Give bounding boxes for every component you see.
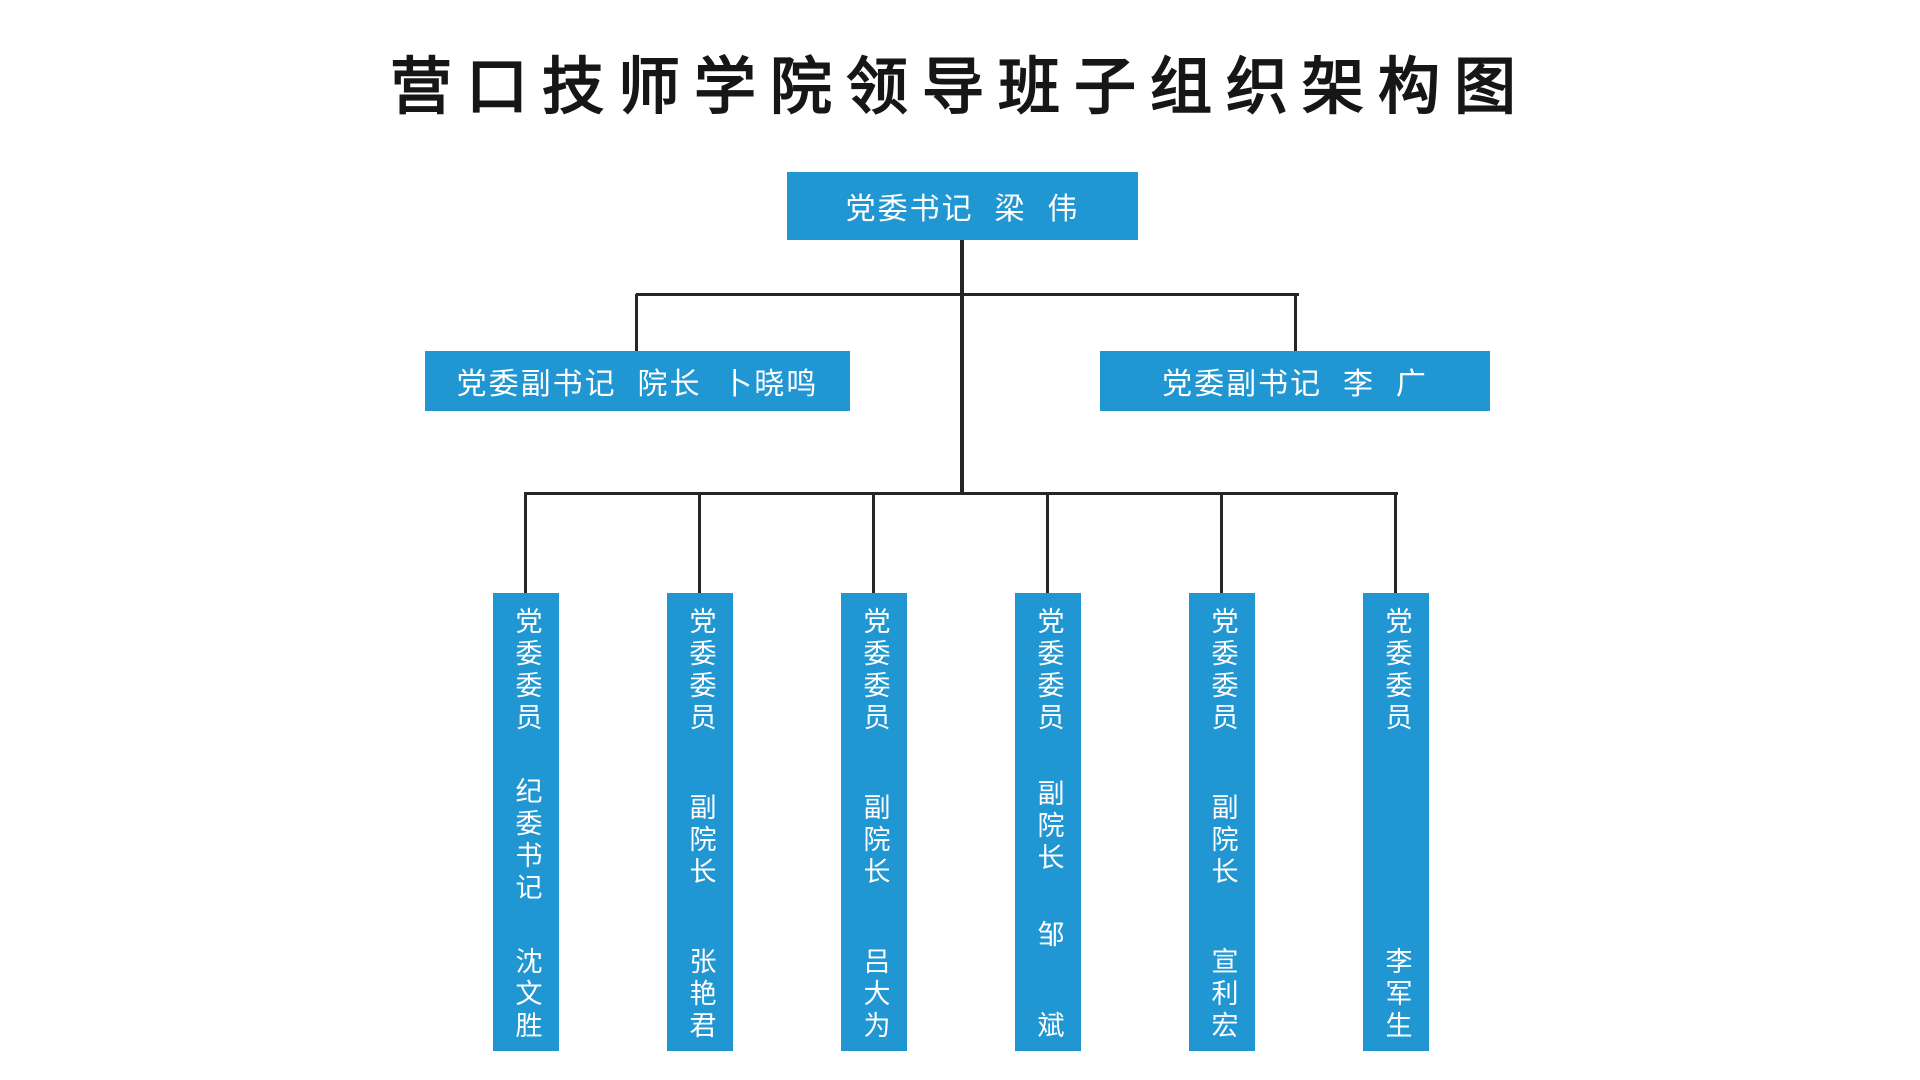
connector-member1-drop <box>524 493 527 593</box>
org-node-party-secretary: 党委书记 梁 伟 <box>787 172 1138 240</box>
member-name: 李军生 <box>1381 947 1412 1043</box>
member-name: 邹 斌 <box>1033 919 1064 1043</box>
connector-member6-drop <box>1394 493 1397 593</box>
member-role: 副院长 <box>1033 779 1064 876</box>
member-title: 党委委员 <box>1033 607 1064 735</box>
member-role: 副院长 <box>1207 793 1238 889</box>
member-title: 党委委员 <box>1381 607 1412 735</box>
node-label: 党委副书记 院长 卜晓鸣 <box>456 368 819 401</box>
org-node-deputy-secretary-president: 党委副书记 院长 卜晓鸣 <box>425 351 850 411</box>
org-node-member-6: 党委委员 李军生 <box>1363 593 1429 1051</box>
page-title: 营口技师学院领导班子组织架构图 <box>389 53 1530 122</box>
connector-member2-drop <box>698 493 701 593</box>
org-node-deputy-secretary: 党委副书记 李 广 <box>1100 351 1490 411</box>
connector-root-vertical <box>960 240 964 495</box>
node-label: 党委书记 梁 伟 <box>845 193 1080 226</box>
connector-member3-drop <box>872 493 875 593</box>
connector-deputy2-drop <box>1294 294 1297 351</box>
member-role: 副院长 <box>685 793 716 889</box>
member-name: 宣利宏 <box>1207 947 1238 1043</box>
member-title: 党委委员 <box>859 607 890 735</box>
connector-member5-drop <box>1220 493 1223 593</box>
member-title: 党委委员 <box>511 607 542 735</box>
connector-level3-horizontal <box>524 492 1398 495</box>
member-title: 党委委员 <box>685 607 716 735</box>
org-node-member-2: 党委委员 副院长 张艳君 <box>667 593 733 1051</box>
member-title: 党委委员 <box>1207 607 1238 735</box>
org-node-member-3: 党委委员 副院长 吕大为 <box>841 593 907 1051</box>
node-label: 党委副书记 李 广 <box>1162 368 1428 401</box>
member-name: 沈文胜 <box>511 947 542 1043</box>
member-role: 副院长 <box>859 793 890 889</box>
org-node-member-1: 党委委员 纪委书记 沈文胜 <box>493 593 559 1051</box>
member-name: 张艳君 <box>685 947 716 1043</box>
org-node-member-4: 党委委员 副院长 邹 斌 <box>1015 593 1081 1051</box>
connector-deputy1-drop <box>635 294 638 351</box>
member-name: 吕大为 <box>859 947 890 1043</box>
org-node-member-5: 党委委员 副院长 宣利宏 <box>1189 593 1255 1051</box>
connector-level2-horizontal <box>636 293 1299 296</box>
member-role: 纪委书记 <box>511 777 542 905</box>
connector-member4-drop <box>1046 493 1049 593</box>
